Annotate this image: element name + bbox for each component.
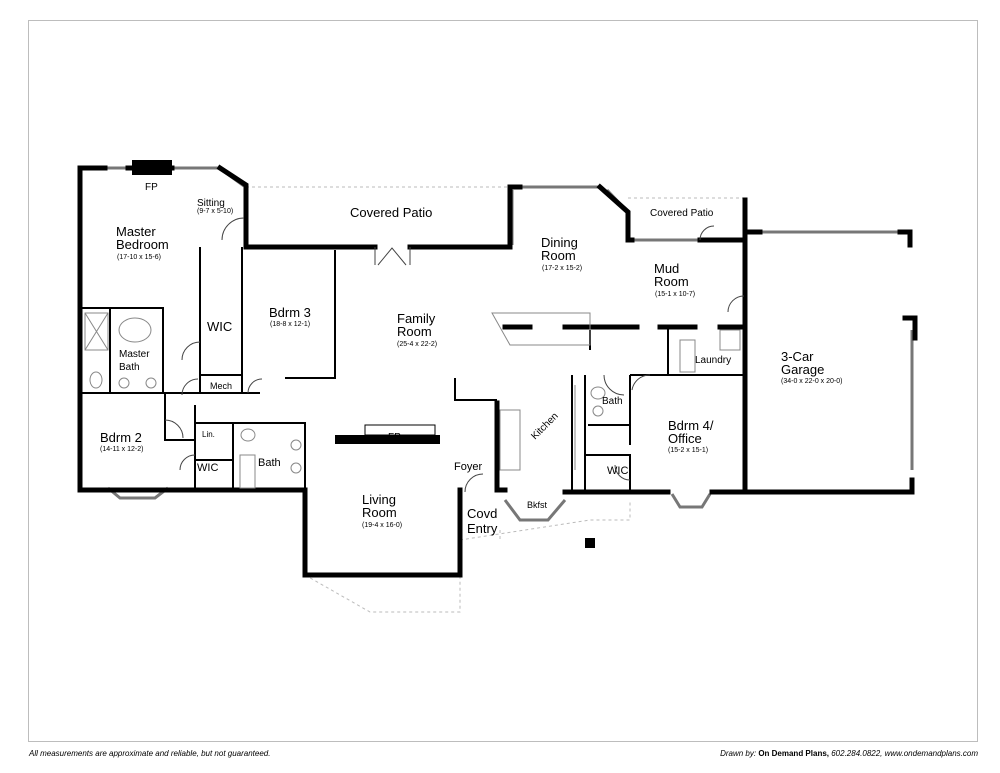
room-name: Laundry [695,355,731,366]
room-dims: (14-11 x 12-2) [100,446,143,453]
exterior-walls [77,164,918,578]
room-dims: (25-4 x 22-2) [397,341,437,348]
room-dims: (15-2 x 15-1) [668,447,708,454]
room-name: Room [397,324,432,339]
room-name: Family [397,311,436,326]
room-name: Bath [602,396,623,407]
interior-walls [80,247,748,492]
room-dims: (17-2 x 15-2) [542,265,582,272]
room-name: Sitting [197,198,225,209]
room-name: Foyer [454,461,482,473]
room-name: Bdrm 2 [100,430,142,445]
room-name: Bdrm 4/ [668,418,714,433]
room-name: FP [145,182,158,193]
room-name: WIC [197,462,218,474]
room-name: WIC [607,465,628,477]
room-name: Mud [654,261,679,276]
room-labels: Master Bedroom (17-10 x 15-6) Sitting (9… [100,182,842,536]
room-dims: (34-0 x 22-0 x 20-0) [781,378,842,385]
master-fireplace [132,160,172,175]
room-name: Master [116,224,156,239]
room-name: Bath [119,362,140,373]
room-name: Garage [781,362,824,377]
company-contact: 602.284.0822, www.ondemandplans.com [831,749,978,758]
disclaimer: All measurements are approximate and rel… [29,749,271,758]
room-dims: (19-4 x 16-0) [362,522,402,529]
room-name: 3-Car [781,349,814,364]
room-name: Bath [258,457,281,469]
room-name: Bkfst [527,500,548,510]
fixtures [84,312,741,489]
room-name: FP [388,432,401,443]
room-name: Room [654,274,689,289]
post [585,538,595,548]
outside-dashed-lines [246,186,745,613]
room-name: Lin. [202,430,215,439]
room-name: Dining [541,235,578,250]
room-name: Bedroom [116,237,169,252]
room-name: Room [362,505,397,520]
drawing-frame [28,20,978,742]
room-name: Entry [467,521,498,536]
company-name: On Demand Plans, [758,749,829,758]
room-name: Living [362,492,396,507]
room-name: Office [668,431,702,446]
room-name: Covered Patio [350,205,432,220]
drawn-by: Drawn by: On Demand Plans, 602.284.0822,… [720,749,978,758]
door-swings [164,217,745,493]
room-dims: (17-10 x 15-6) [117,254,161,261]
room-name: Covered Patio [650,208,714,219]
room-dims: (9-7 x 5-10) [197,208,233,215]
drawn-by-label: Drawn by: [720,749,757,758]
room-name: WIC [207,319,232,334]
room-name: Kitchen [529,411,560,442]
room-name: Room [541,248,576,263]
room-dims: (18-8 x 12-1) [270,321,310,328]
room-name: Mech [210,381,232,391]
room-name: Covd [467,506,497,521]
room-name: Master [119,349,150,360]
room-name: Bdrm 3 [269,305,311,320]
living-fireplace [335,424,440,444]
room-dims: (15-1 x 10-7) [655,291,695,298]
